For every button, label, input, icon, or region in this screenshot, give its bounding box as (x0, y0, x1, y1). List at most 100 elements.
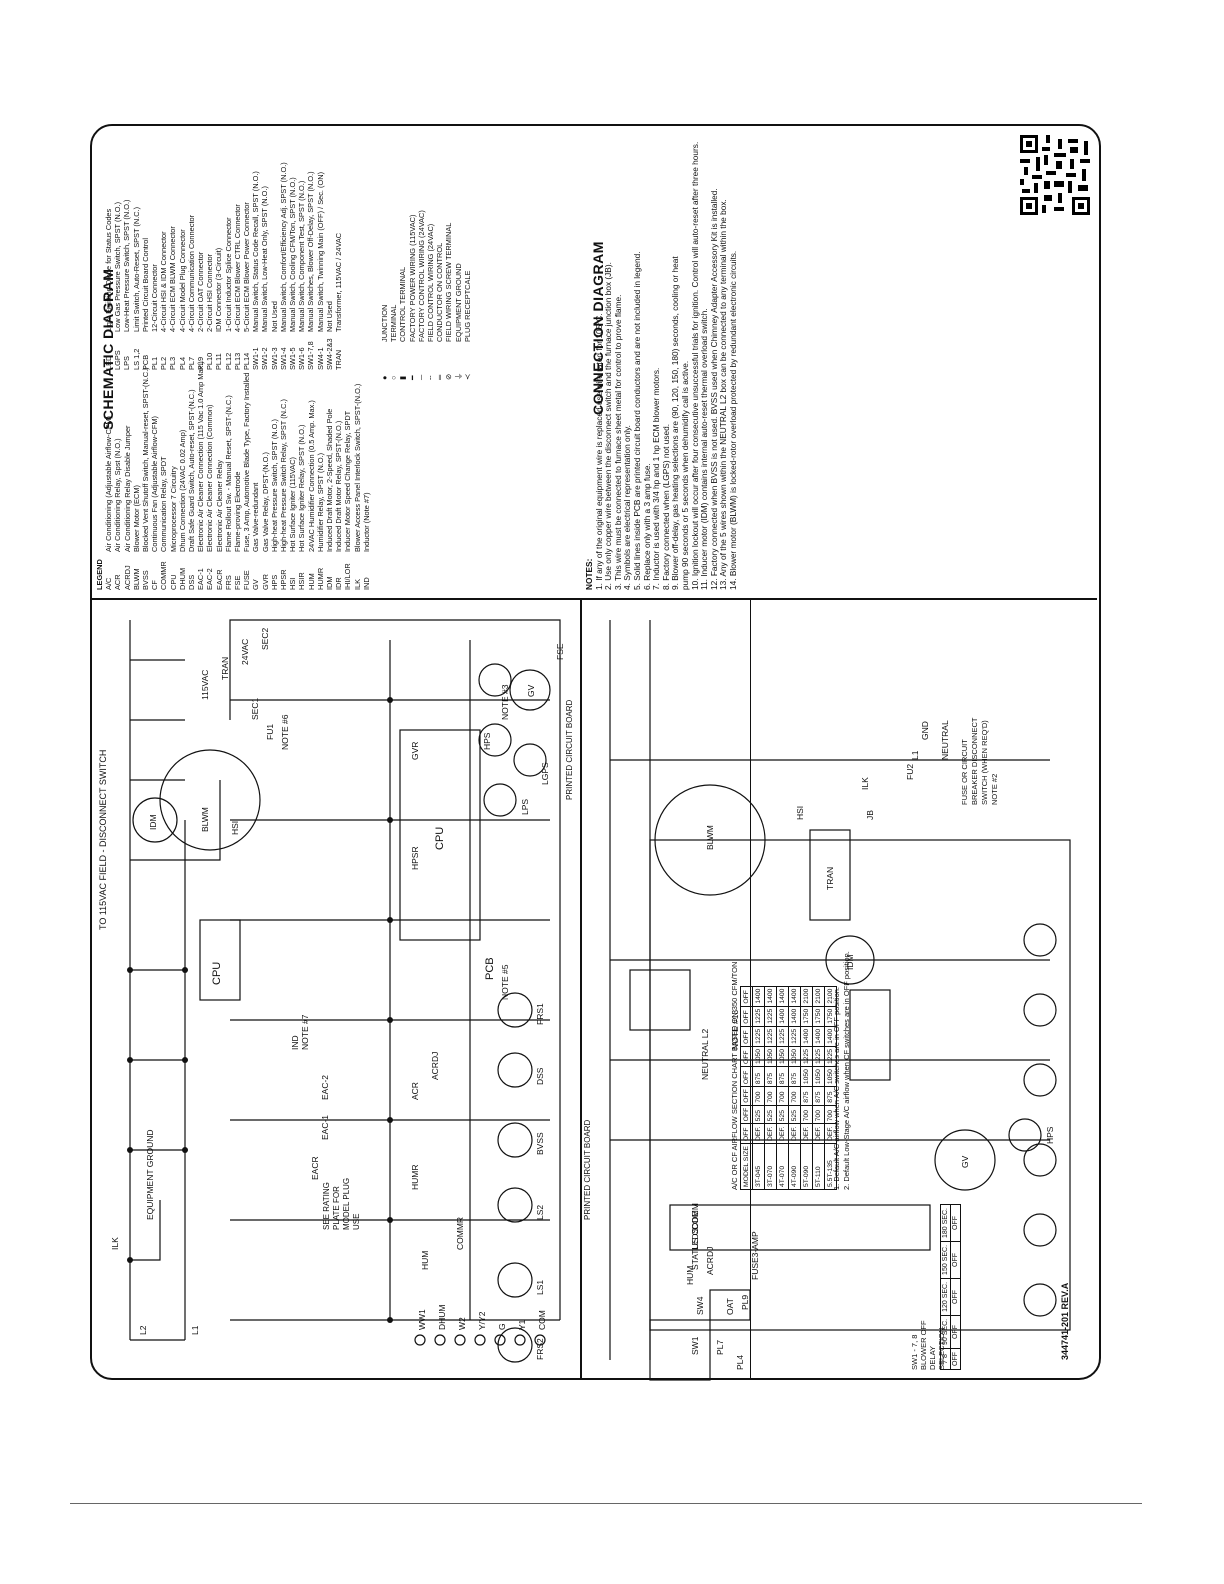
legend-key: LS 1,2 (131, 348, 141, 370)
airflow-cell: 1050 (776, 1046, 789, 1067)
cpu-label: CPU (434, 826, 446, 850)
v115-label: 115VAC (200, 669, 210, 700)
symbol-row: ⊘FIELD WIRING SCREW TERMINAL (444, 222, 454, 380)
airflow-cell: 875 (752, 1066, 765, 1087)
conn-l1-label: L1 (910, 750, 920, 760)
blwm-label: BLWM (200, 807, 210, 832)
airflow-cell: 4T-090 (788, 1143, 801, 1190)
idm-label: IDM (148, 814, 158, 830)
l1-label: L1 (190, 1325, 200, 1335)
blower-delay-cell: OFF (950, 1204, 961, 1242)
airflow-cell: 1225 (788, 1026, 801, 1047)
legend-key: EAC-2 (205, 568, 215, 590)
symbol-label: CONTROL TERMINAL (398, 266, 408, 342)
note7-label: NOTE #7 (300, 1014, 310, 1050)
airflow-cell: 5T-090 (800, 1143, 813, 1190)
legend-key: PL7 (186, 356, 196, 370)
legend-key: HSI (288, 577, 298, 590)
airflow-cell: OFF (740, 986, 753, 1007)
conn-gnd-label: GND (920, 721, 930, 740)
terminal-w2: W2 (457, 1317, 467, 1330)
legend-key: IDR (334, 577, 344, 590)
legend-desc: Humidifier Relay, SPST (N.O.) (315, 452, 325, 552)
legend-desc: Inducer Motor Speed Change Relay, SPDT (343, 410, 353, 552)
airflow-cell: DEF. (788, 1123, 801, 1144)
gas-valve-symbol (509, 669, 551, 711)
hps-connection-symbol (1008, 1118, 1042, 1152)
airflow-cell: DEF. (776, 1123, 789, 1144)
legend-desc: Manual Switch, Twinning Main (OFF) / Sec… (315, 171, 325, 332)
lps-label: LPS (520, 798, 530, 815)
airflow-cell: MODEL SIZE (740, 1143, 753, 1190)
legend-desc: Manual Switch, Cooling CFM/Ton, SPST (N.… (288, 177, 298, 332)
legend-desc: Communication Relay, SPDT (159, 456, 169, 552)
airflow-cell: OFF (740, 1086, 753, 1106)
legend-desc: 1-Circuit Inductor Splice Connector (223, 217, 233, 332)
schematic-cpu-label: CPU (211, 961, 223, 985)
humr-label: HUMR (410, 1164, 420, 1191)
legend-desc: Air Conditioning Relay, Spst (N.O.) (113, 438, 123, 552)
symbol-key: ●JUNCTION ○TERMINAL ▮CONTROL TERMINAL ━F… (380, 140, 472, 380)
airflow-cell: DEF. (812, 1123, 825, 1144)
legend-desc: 4-Circuit ECM Blower CTRL Connector (232, 204, 242, 332)
blower-delay-cell: 120 SEC. (940, 1278, 951, 1316)
schematic-cpu-block (199, 919, 241, 1001)
symbol-label: PLUG RECEPTCALE (462, 270, 472, 342)
note6-label: NOTE #6 (280, 714, 290, 750)
legend-desc: Inductor (Note #7) (361, 492, 371, 552)
symbol-row: ━FACTORY POWER WIRING (115VAC) (407, 214, 417, 380)
airflow-header: MODEL SIZE OFF OFF OFF OFF OFF OFF OFF O… (740, 986, 753, 1190)
fu1-label: FU1 (265, 723, 275, 740)
legend-key: FSE (233, 575, 243, 590)
airflow-cell: 4T-070 (776, 1143, 789, 1190)
legend-key: PL9 (196, 356, 206, 370)
legend-key: CF (150, 580, 160, 590)
pl9-block (709, 1289, 751, 1321)
legend-key: PCB (140, 354, 150, 370)
idm-motor-symbol (132, 797, 178, 843)
dss-label: DSS (535, 1067, 545, 1085)
legend-desc: Air Conditioning Relay Disable Jumper (122, 425, 132, 552)
legend-row: ILK Blower Access Panel Interlock Switch,… (353, 375, 362, 590)
legend-key: PL11 (214, 353, 224, 370)
conn-sw1-label: SW1 (690, 1336, 700, 1355)
airflow-cell: 525 (764, 1105, 777, 1124)
symbol-label: FACTORY POWER WIRING (115VAC) (407, 214, 417, 342)
legend-key: LPS (122, 356, 132, 370)
legend-key: EAC-1 (196, 568, 206, 590)
airflow-cell: OFF (740, 1105, 753, 1124)
hsi-label: HSI (230, 820, 240, 835)
legend-key: SW1-6 (297, 347, 307, 370)
airflow-note-1: 1. Default A/C airflow when A/C switches… (832, 986, 841, 1190)
tran-label: TRAN (220, 656, 230, 680)
conn-acrdj-label: ACRDJ (705, 1246, 715, 1275)
legend-desc: High-heat Pressure Switch, SPST (N.O.) (269, 419, 279, 552)
legend-key: PL14 (242, 352, 252, 370)
legend-key: SW1-7,8 (306, 341, 316, 370)
airflow-cell: 525 (788, 1105, 801, 1124)
legend-key: ILK (352, 578, 362, 590)
legend-desc: Blower Access Panel Interlock Switch, SP… (352, 383, 362, 552)
cpu-block (399, 729, 481, 941)
legend-desc: Draft Safe Guard Switch, Auto-reset, SPS… (187, 389, 197, 552)
legend-desc: Transformer, 115VAC / 24VAC (334, 232, 344, 332)
legend-key: BVSS (141, 570, 151, 590)
airflow-cell: 700 (764, 1086, 777, 1106)
airflow-cell: 1400 (812, 1026, 825, 1047)
airflow-cell: 1225 (752, 1026, 765, 1047)
